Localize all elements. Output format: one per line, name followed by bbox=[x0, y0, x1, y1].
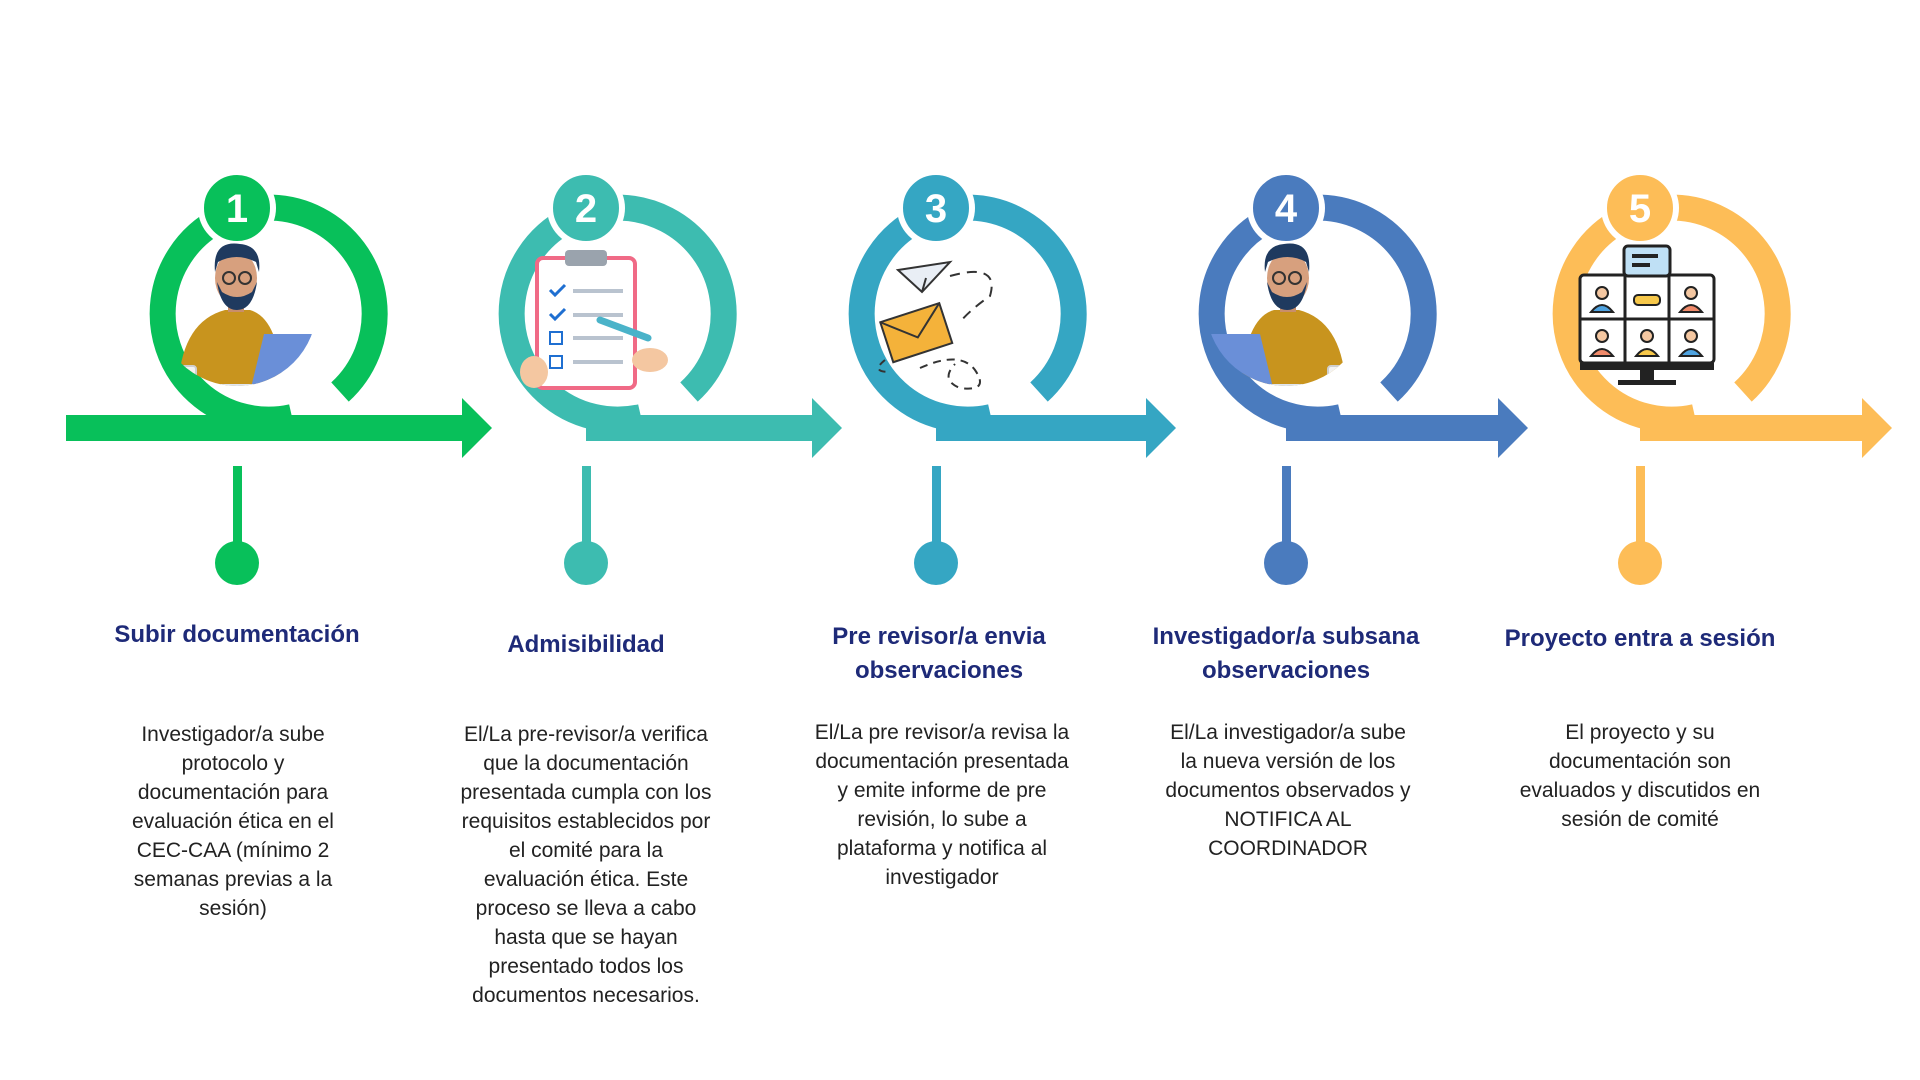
step-1-stem bbox=[233, 466, 242, 546]
step-5-arrow-head bbox=[1862, 398, 1892, 458]
step-2-number: 2 bbox=[575, 187, 597, 231]
step-2-title: Admisibilidad bbox=[507, 631, 665, 658]
step-2-graphic: 2 bbox=[498, 169, 842, 585]
person-laptop-icon bbox=[173, 243, 317, 386]
step-5-dot bbox=[1618, 541, 1662, 585]
step-2-description: El/La pre-revisor/a verifica que la docu… bbox=[460, 723, 712, 1007]
step-2-stem bbox=[582, 466, 591, 546]
step-4-loop bbox=[1198, 194, 1437, 433]
step-4-dot bbox=[1264, 541, 1308, 585]
step-4-description: El/La investigador/a sube la nueva versi… bbox=[1165, 721, 1411, 860]
step-4-graphic: 4 bbox=[1198, 169, 1528, 585]
step-5-title: Proyecto entra a sesión bbox=[1504, 625, 1776, 652]
step-2-arrow-head bbox=[812, 398, 842, 458]
step-3-dot bbox=[914, 541, 958, 585]
step-3-stem bbox=[932, 466, 941, 546]
step-2-dot bbox=[564, 541, 608, 585]
step-3-graphic: 3 bbox=[848, 169, 1176, 585]
step-4-title: Investigador/a subsana observaciones bbox=[1152, 623, 1420, 684]
step-1-loop bbox=[149, 194, 388, 433]
step-4-arrow-shaft bbox=[1286, 415, 1508, 441]
step-4-stem bbox=[1282, 466, 1291, 546]
step-5-arrow-shaft bbox=[1640, 415, 1872, 441]
video-conference-icon bbox=[1578, 244, 1716, 385]
step-3-description: El/La pre revisor/a revisa la documentac… bbox=[814, 721, 1070, 889]
envelope-paper-plane-icon bbox=[877, 260, 993, 390]
step-5-graphic: 5 bbox=[1552, 169, 1892, 585]
step-5-stem bbox=[1636, 466, 1645, 546]
step-3-title: Pre revisor/a envia observaciones bbox=[832, 623, 1046, 684]
step-3-number-badge bbox=[897, 169, 975, 247]
step-4-arrow-head bbox=[1498, 398, 1528, 458]
step-1-dot bbox=[215, 541, 259, 585]
step-2-number-badge bbox=[547, 169, 625, 247]
step-1-number: 1 bbox=[226, 187, 248, 231]
step-2-arrow-shaft bbox=[586, 415, 822, 441]
clipboard-checklist-icon bbox=[520, 250, 668, 390]
step-5-description: El proyecto y su documentación son evalu… bbox=[1519, 721, 1761, 831]
step-3-number: 3 bbox=[925, 187, 947, 231]
step-1-description: Investigador/a sube protocolo y document… bbox=[132, 723, 334, 920]
step-3-arrow-head bbox=[1146, 398, 1176, 458]
step-5-number-badge bbox=[1601, 169, 1679, 247]
step-4-number: 4 bbox=[1275, 187, 1298, 231]
step-3-arrow-shaft bbox=[936, 415, 1156, 441]
step-1-arrow-shaft bbox=[66, 415, 472, 441]
step-1-graphic: 1 bbox=[66, 169, 492, 585]
step-1-title: Subir documentación bbox=[114, 621, 360, 648]
step-5-number: 5 bbox=[1629, 187, 1651, 231]
step-1-arrow-head bbox=[462, 398, 492, 458]
